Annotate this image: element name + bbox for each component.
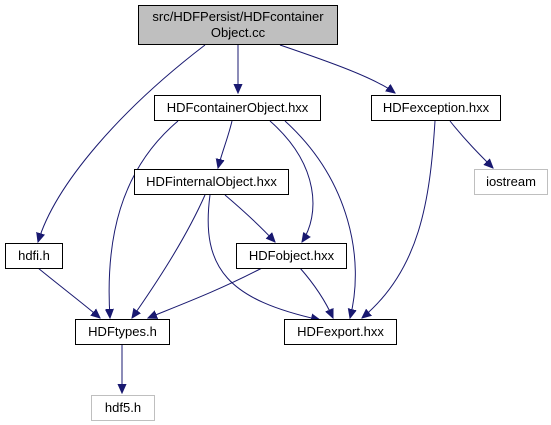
node-hdfexception-hxx[interactable]: HDFexception.hxx bbox=[371, 95, 501, 121]
node-hdfcontainerobject-hxx[interactable]: HDFcontainerObject.hxx bbox=[154, 95, 321, 121]
edge-internal-types bbox=[132, 194, 206, 318]
node-hdfinternalobject-hxx[interactable]: HDFinternalObject.hxx bbox=[134, 169, 289, 195]
root-file-label-line1: src/HDFPersist/HDFcontainer bbox=[152, 9, 324, 24]
node-hdftypes-h[interactable]: HDFtypes.h bbox=[75, 319, 170, 345]
edge-root-hdfi bbox=[38, 44, 206, 242]
node-hdfi-h[interactable]: hdfi.h bbox=[5, 243, 63, 269]
edge-container-internal bbox=[218, 120, 233, 168]
root-file-label-line2: Object.cc bbox=[210, 25, 266, 40]
edge-exception-iostream bbox=[449, 120, 493, 168]
node-hdf5-h: hdf5.h bbox=[91, 395, 155, 421]
node-iostream: iostream bbox=[474, 169, 548, 195]
edge-container-object bbox=[269, 120, 314, 242]
edge-root-exception bbox=[279, 44, 395, 93]
edge-container-export bbox=[284, 120, 355, 318]
node-hdfexport-hxx[interactable]: HDFexport.hxx bbox=[284, 319, 397, 345]
edge-object-types bbox=[148, 267, 263, 318]
edge-container-types bbox=[109, 120, 179, 318]
root-file-node: src/HDFPersist/HDFcontainer Object.cc bbox=[138, 5, 338, 45]
edge-object-export bbox=[299, 267, 333, 318]
edge-hdfi-types bbox=[37, 267, 100, 318]
edge-internal-export bbox=[207, 194, 320, 320]
edge-internal-object bbox=[224, 194, 275, 242]
edge-exception-export bbox=[362, 120, 436, 318]
node-hdfobject-hxx[interactable]: HDFobject.hxx bbox=[236, 243, 347, 269]
